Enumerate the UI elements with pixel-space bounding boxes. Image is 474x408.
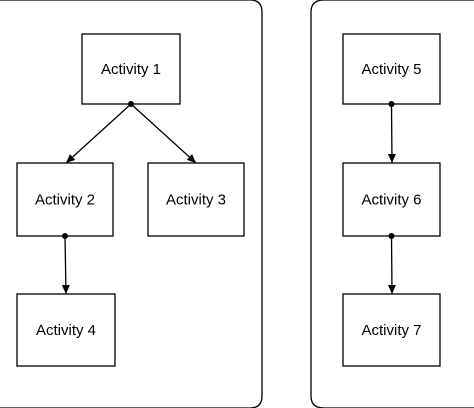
- activity-box: [81, 33, 181, 105]
- activity-node-a4: Activity 4: [16, 293, 116, 367]
- activity-label: Activity 4: [36, 322, 96, 339]
- activity-label: Activity 5: [361, 61, 421, 78]
- activity-node-a3: Activity 3: [147, 162, 245, 237]
- edge-a5-to-a6: [387, 103, 396, 164]
- activity-box: [342, 33, 441, 105]
- activity-label: Activity 2: [35, 192, 95, 209]
- edge-source-dot-a6: [388, 233, 395, 239]
- activity-node-a2: Activity 2: [16, 162, 114, 237]
- group-right-container: [310, 0, 474, 408]
- activity-label: Activity 1: [101, 61, 161, 78]
- activity-node-a6: Activity 6: [342, 162, 441, 237]
- activity-box: [342, 162, 441, 237]
- activity-box: [16, 162, 114, 237]
- edge-a1-to-a3: [130, 103, 197, 164]
- activity-box: [147, 162, 245, 237]
- edge-source-dot-a2: [62, 233, 68, 239]
- activity-box: [342, 293, 441, 367]
- edge-a6-to-a7: [387, 235, 396, 295]
- edge-source-dot-a1: [128, 101, 134, 107]
- activity-node-a7: Activity 7: [342, 293, 441, 367]
- activity-box: [16, 293, 116, 367]
- activity-node-a1: Activity 1: [81, 33, 181, 105]
- activity-label: Activity 7: [361, 322, 421, 339]
- activity-node-a5: Activity 5: [342, 33, 441, 105]
- edge-a2-to-a4: [61, 235, 70, 295]
- activity-label: Activity 3: [166, 192, 226, 209]
- group-left-container: [0, 0, 263, 408]
- edge-a1-to-a2: [65, 103, 132, 164]
- edge-source-dot-a5: [388, 101, 395, 107]
- activity-label: Activity 6: [361, 192, 421, 209]
